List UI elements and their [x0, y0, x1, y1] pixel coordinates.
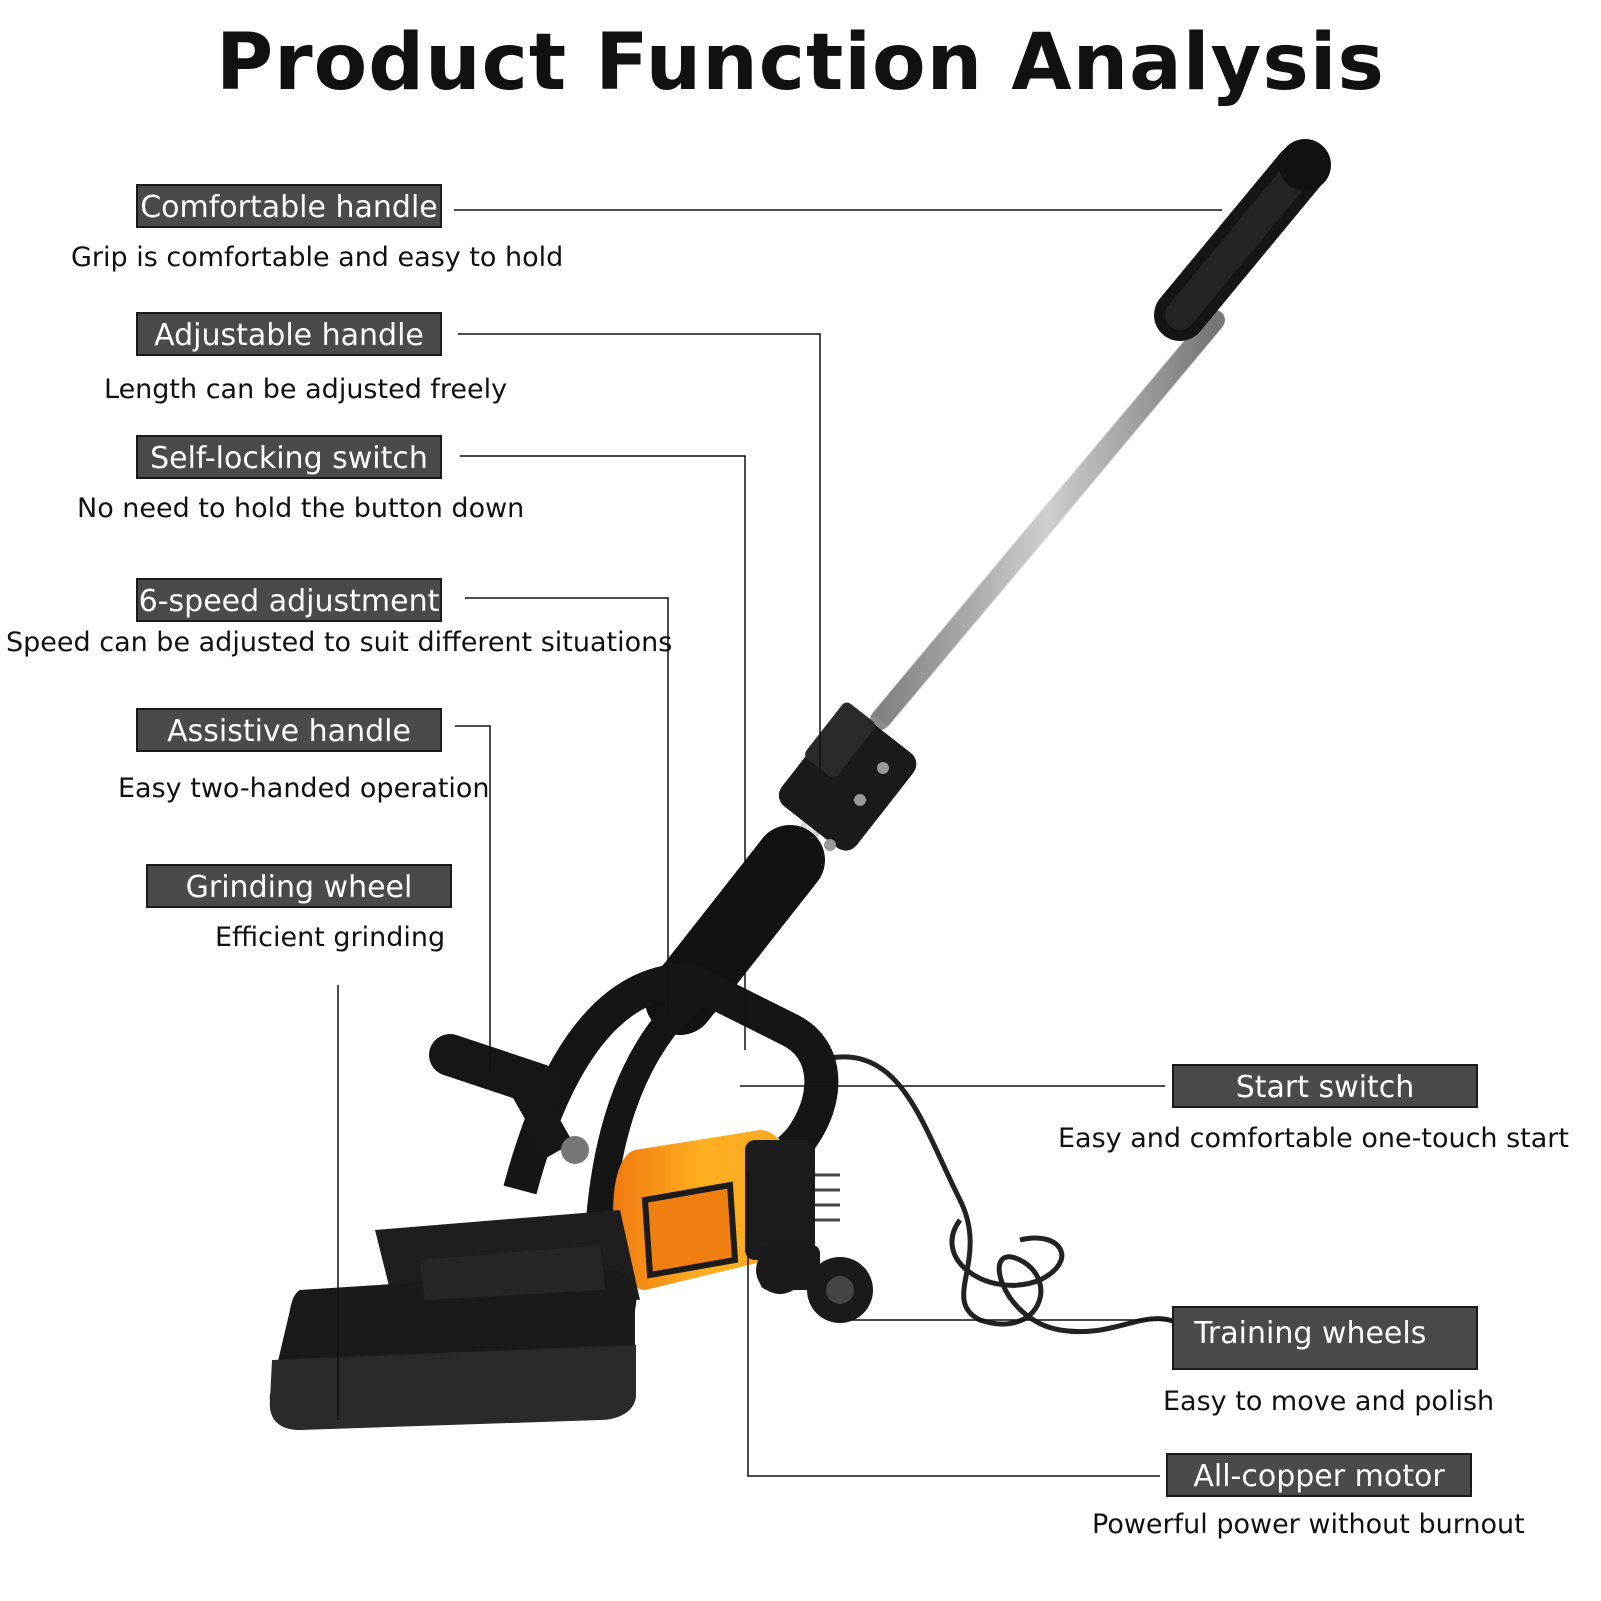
page-title: Product Function Analysis: [216, 18, 1385, 108]
desc-assistive-handle: Easy two-handed operation: [118, 773, 490, 804]
desc-self-locking-switch: No need to hold the button down: [77, 493, 525, 524]
label-comfortable-handle: Comfortable handle: [136, 184, 442, 228]
desc-training-wheels: Easy to move and polish: [1163, 1386, 1495, 1417]
desc-start-switch: Easy and comfortable one-touch start: [1058, 1123, 1569, 1154]
motor-housing: [613, 1130, 840, 1290]
desc-speed-adjustment: Speed can be adjusted to suit different …: [6, 627, 673, 658]
label-speed-adjustment: 6-speed adjustment: [136, 578, 442, 622]
label-training-wheels: Training wheels: [1172, 1306, 1478, 1370]
length-clamp: [778, 702, 917, 851]
desc-grinding-wheel: Efficient grinding: [215, 922, 446, 953]
label-copper-motor: All-copper motor: [1166, 1453, 1472, 1497]
label-adjustable-handle: Adjustable handle: [136, 312, 442, 356]
leader-lines: [337, 209, 1222, 1477]
desc-adjustable-handle: Length can be adjusted freely: [104, 374, 508, 405]
desc-comfortable-handle: Grip is comfortable and easy to hold: [71, 242, 564, 273]
label-grinding-wheel: Grinding wheel: [146, 864, 452, 908]
label-start-switch: Start switch: [1172, 1064, 1478, 1108]
telescopic-pole: [870, 310, 1225, 730]
grinding-head: [269, 1136, 640, 1430]
label-assistive-handle: Assistive handle: [136, 708, 442, 752]
wheel-icon: [756, 1245, 873, 1323]
desc-copper-motor: Powerful power without burnout: [1092, 1509, 1525, 1540]
power-cord: [819, 1054, 1192, 1335]
label-self-locking-switch: Self-locking switch: [136, 435, 442, 479]
